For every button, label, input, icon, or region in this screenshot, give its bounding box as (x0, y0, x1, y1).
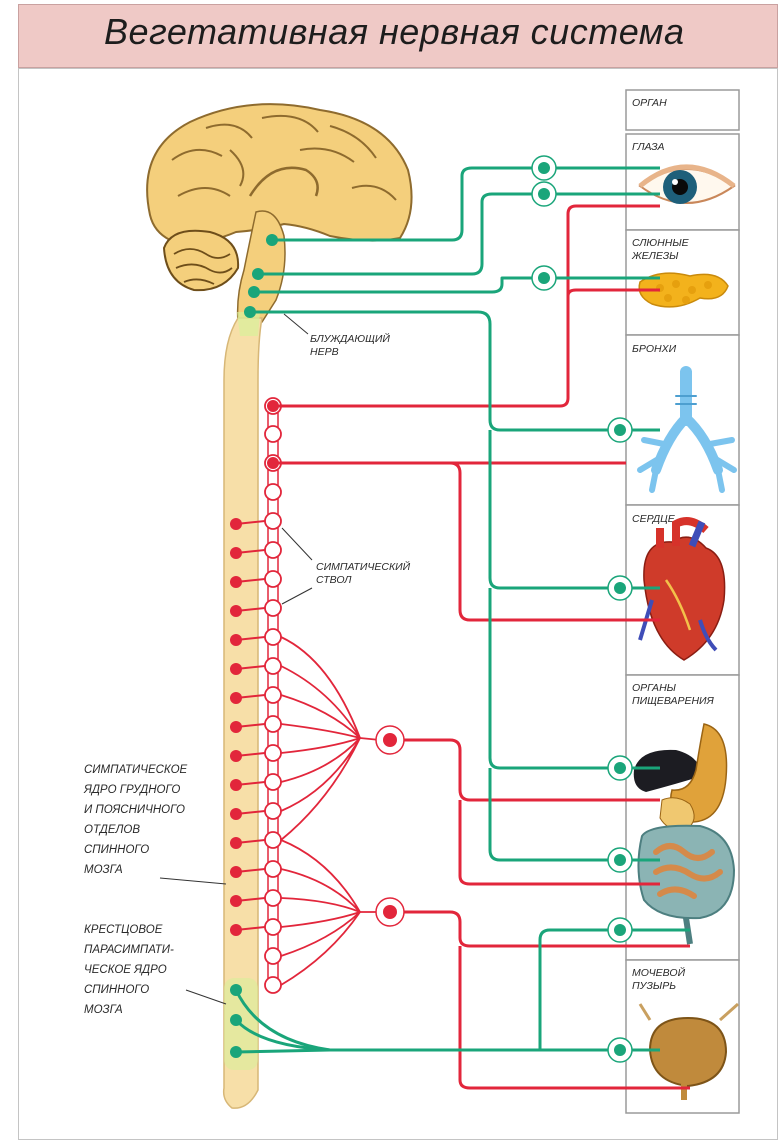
sympathetic-fan-fibers (281, 637, 380, 985)
organ-label-digestive-1: ОРГАНЫ (632, 682, 677, 694)
prevertebral-ganglia (267, 400, 404, 926)
sacral-nucleus-line: ПАРАСИМПАТИ- (84, 944, 174, 956)
sacral-nucleus-line: ЧЕСКОЕ ЯДРО (84, 964, 167, 976)
sympathetic-trunk (265, 398, 281, 993)
organ-label-eyes: ГЛАЗА (632, 141, 665, 153)
brain-illustration (147, 104, 411, 322)
spinal-cord (224, 312, 262, 1108)
organ-label-glands-1: СЛЮННЫЕ (632, 237, 690, 249)
parasympathetic-pathways (236, 168, 660, 1052)
sympathetic-nucleus-line: СПИННОГО (84, 844, 149, 856)
sacral-nucleus-line: СПИННОГО (84, 984, 149, 996)
organ-label-digestive-2: ПИЩЕВАРЕНИЯ (632, 695, 715, 707)
organ-header-label: ОРГАН (632, 97, 667, 109)
sacral-nucleus-line: МОЗГА (84, 1004, 123, 1016)
vagus-nerve-label-2: НЕРВ (310, 346, 339, 358)
organ-label-bladder-2: ПУЗЫРЬ (632, 980, 676, 992)
organ-label-bladder-1: МОЧЕВОЙ (632, 966, 686, 979)
vagus-nerve-label-1: БЛУЖДАЮЩИЙ (310, 332, 390, 345)
organ-label-bronchi: БРОНХИ (632, 343, 677, 355)
sympathetic-trunk-label-2: СТВОЛ (316, 574, 352, 586)
sympathetic-nucleus-line: ЯДРО ГРУДНОГО (83, 784, 180, 796)
organ-label-heart: СЕРДЦЕ (632, 513, 676, 525)
sacral-nucleus-line: КРЕСТЦОВОЕ (84, 924, 163, 936)
sacral-nucleus-label: КРЕСТЦОВОЕ ПАРАСИМПАТИ- ЧЕСКОЕ ЯДРО СПИН… (84, 924, 174, 1016)
sympathetic-nucleus-line: И ПОЯСНИЧНОГО (84, 804, 185, 816)
sympathetic-nucleus-label: СИМПАТИЧЕСКОЕ ЯДРО ГРУДНОГО И ПОЯСНИЧНОГ… (83, 764, 188, 876)
sympathetic-nucleus-line: ОТДЕЛОВ (84, 824, 140, 836)
organ-header-box (626, 90, 739, 130)
sympathetic-nucleus-line: СИМПАТИЧЕСКОЕ (84, 764, 188, 776)
sympathetic-nucleus-line: МОЗГА (84, 864, 123, 876)
sympathetic-trunk-label-1: СИМПАТИЧЕСКИЙ (316, 560, 411, 573)
organ-label-glands-2: ЖЕЛЕЗЫ (631, 250, 679, 262)
